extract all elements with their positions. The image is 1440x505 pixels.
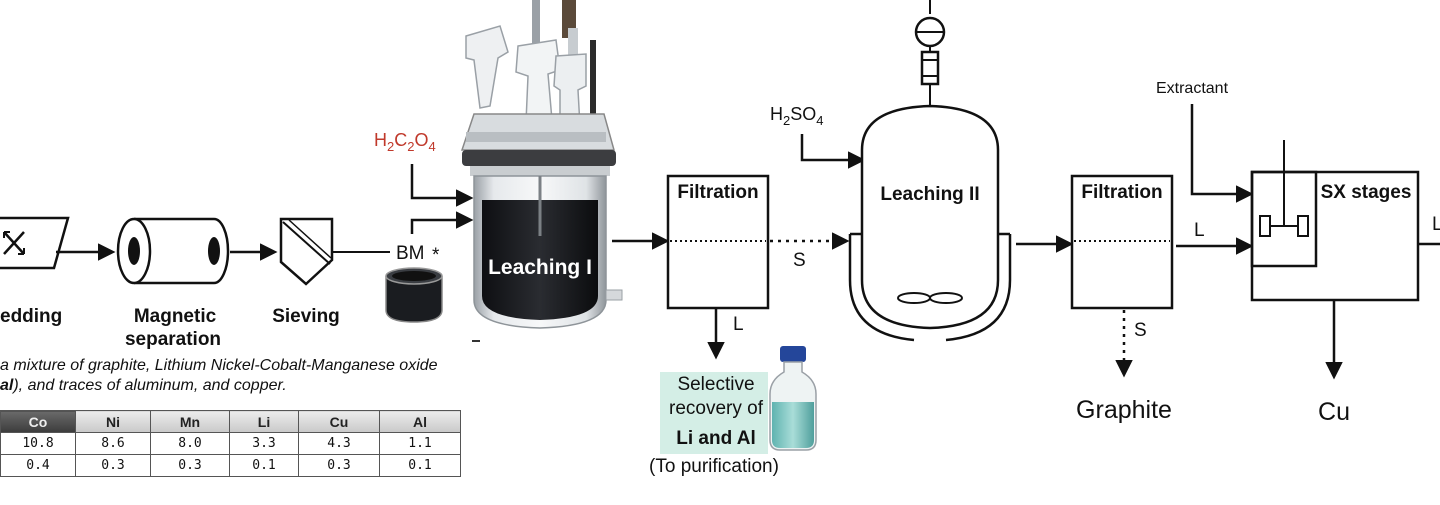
- leaching-ii-reactor: [848, 0, 1012, 342]
- svg-text:H2C2O4: H2C2O4: [374, 130, 436, 154]
- magnetic-label-1: Magnetic: [134, 306, 217, 327]
- black-mass-jar-image: [385, 267, 443, 323]
- table-cell: 0.4: [0, 454, 76, 477]
- table-cell: 0.1: [229, 454, 299, 477]
- sx-mixer-icon: [1259, 140, 1309, 237]
- header-mn: Mn: [150, 410, 230, 433]
- table-cell: 3.3: [229, 432, 299, 455]
- filtration-2-title: Filtration: [1081, 182, 1162, 203]
- header-cu: Cu: [298, 410, 380, 433]
- selective-line-3: (To purification): [649, 456, 779, 477]
- sx-stages-title: SX stages: [1321, 182, 1412, 203]
- composition-table: Co Ni Mn Li Cu Al 10.8 8.6 8.0 3.3 4.3 1…: [0, 410, 461, 477]
- composition-note: a mixture of graphite, Lithium Nickel-Co…: [0, 356, 500, 396]
- table-row: 10.8 8.6 8.0 3.3 4.3 1.1: [0, 432, 461, 455]
- arrow-extractant-in: [1190, 104, 1254, 203]
- note-bold-fragment: al: [0, 377, 14, 394]
- table-cell: 8.0: [150, 432, 230, 455]
- arrow-h2c2o4-in: [410, 164, 474, 207]
- cu-product: Cu: [1318, 398, 1350, 426]
- sieving-label: Sieving: [272, 306, 340, 327]
- filtration-2-liquid-label: L: [1194, 220, 1205, 241]
- selective-line-bold: Li and Al: [676, 428, 756, 449]
- table-cell: 0.1: [379, 454, 461, 477]
- h2so4-reagent: H2SO4: [770, 104, 823, 128]
- sieve-icon: [279, 217, 334, 286]
- filtration-1-solid-label: S: [793, 250, 806, 271]
- composition-note-line-2: al), and traces of aluminum, and copper.: [0, 376, 500, 396]
- shredding-label: edding: [0, 306, 62, 327]
- table-cell: 10.8: [0, 432, 76, 455]
- selective-line-2: recovery of: [669, 398, 764, 419]
- leaching-reactor-photo: [460, 0, 623, 342]
- table-cell: 0.3: [298, 454, 380, 477]
- table-cell: 8.6: [75, 432, 151, 455]
- note-rest: ), and traces of aluminum, and copper.: [13, 377, 287, 394]
- magnetic-label-2: separation: [125, 329, 221, 350]
- table-cell: 0.3: [75, 454, 151, 477]
- table-cell: 4.3: [298, 432, 380, 455]
- composition-note-line-1: a mixture of graphite, Lithium Nickel-Co…: [0, 357, 438, 374]
- svg-text:H2SO4: H2SO4: [770, 104, 823, 128]
- h2c2o4-reagent: H2C2O4: [374, 130, 436, 154]
- header-al: Al: [379, 410, 461, 433]
- arrow-h2so4-in: [800, 134, 866, 169]
- selective-recovery-highlight: [660, 372, 768, 454]
- bm-asterisk: *: [432, 245, 440, 266]
- leaching-ii-label: Leaching II: [880, 184, 979, 205]
- header-co: Co: [0, 410, 76, 433]
- shredder-unit: [0, 216, 70, 270]
- filtration-2-solid-label: S: [1134, 320, 1147, 341]
- header-li: Li: [229, 410, 299, 433]
- extractant-label: Extractant: [1156, 80, 1229, 97]
- lithium-solution-bottle-image: [769, 346, 817, 451]
- leaching-i-label: Leaching I: [488, 256, 592, 279]
- sx-outlet-label: L: [1432, 214, 1440, 235]
- bm-label: BM: [396, 243, 425, 264]
- filtration-1-title: Filtration: [677, 182, 758, 203]
- graphite-product: Graphite: [1076, 396, 1172, 424]
- arrow-bm-in: [410, 211, 474, 234]
- magnetic-separator-icon: [116, 217, 230, 285]
- table-row: 0.4 0.3 0.3 0.1 0.3 0.1: [0, 454, 461, 477]
- composition-table-header: Co Ni Mn Li Cu Al: [0, 410, 461, 433]
- table-cell: 1.1: [379, 432, 461, 455]
- selective-line-1: Selective: [677, 374, 754, 395]
- header-ni: Ni: [75, 410, 151, 433]
- table-cell: 0.3: [150, 454, 230, 477]
- filtration-1-liquid-label: L: [733, 314, 744, 335]
